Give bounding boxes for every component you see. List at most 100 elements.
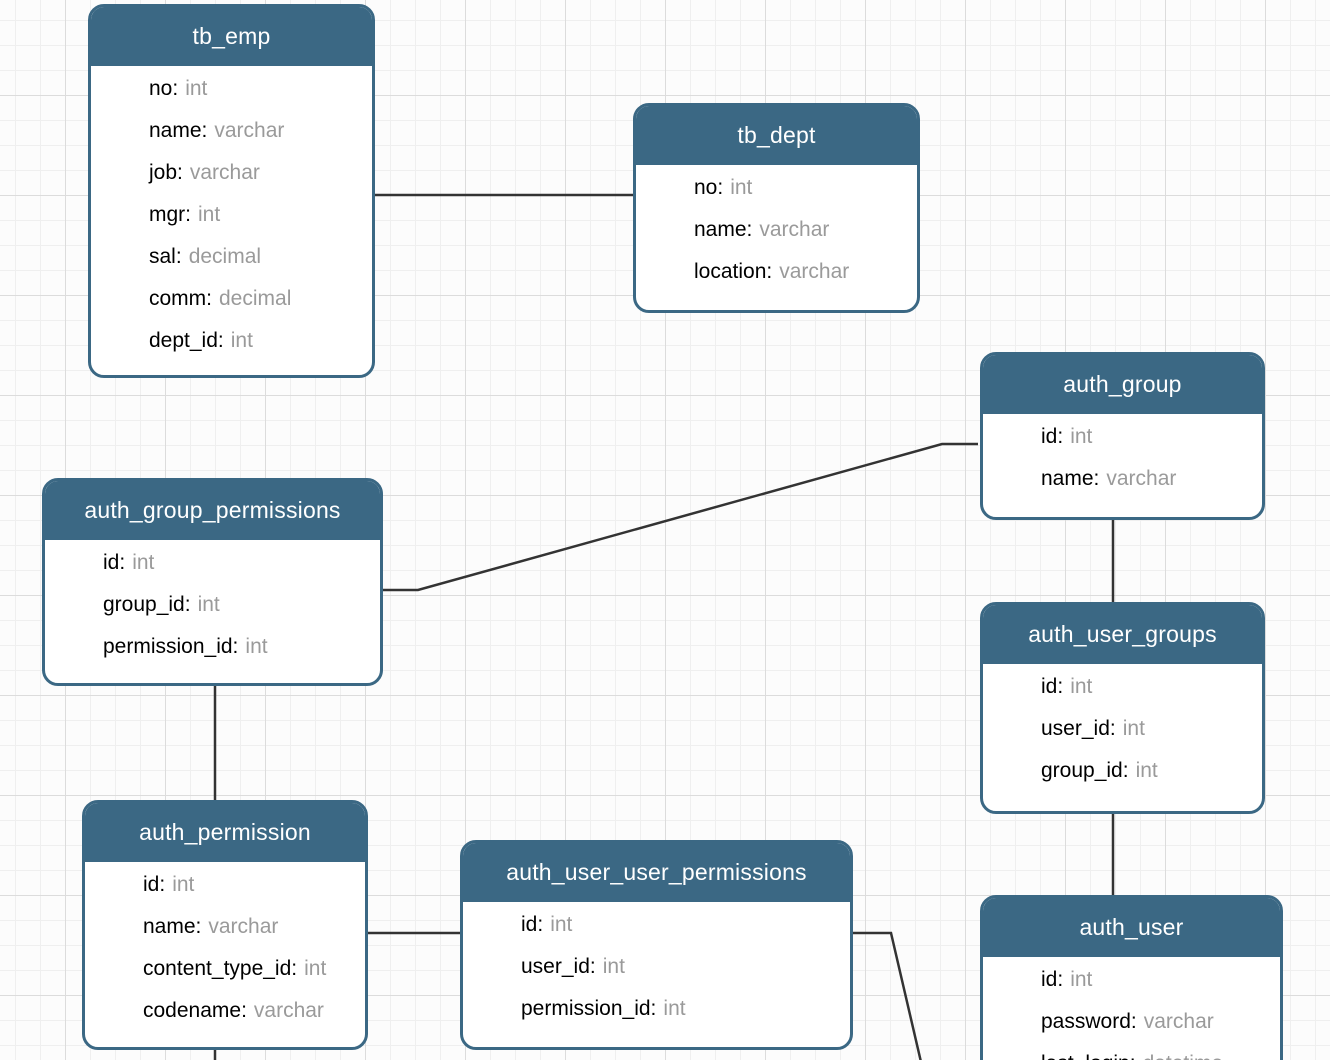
connector-auth_user_user_permissions-offscreen <box>852 931 922 1060</box>
field-type: int <box>1070 968 1093 991</box>
field-name: last_login: <box>1041 1052 1136 1060</box>
table-title: tb_emp <box>192 23 271 49</box>
field-row: location:varchar <box>636 251 917 293</box>
field-name: no: <box>149 77 179 100</box>
table-fields: id: int name: varchar <box>983 414 1262 514</box>
field-row: password: varchar <box>983 1001 1280 1043</box>
field-row: dept_id: int <box>91 320 372 362</box>
field-row: no:int <box>636 167 917 209</box>
table-header[interactable]: auth_user_groups <box>983 605 1262 664</box>
field-name: no: <box>694 176 724 199</box>
table-header[interactable]: auth_group_permissions <box>45 481 380 540</box>
field-row: id: int <box>463 904 850 946</box>
field-name: dept_id: <box>149 329 224 352</box>
field-name: user_id: <box>1041 717 1116 740</box>
field-type: int <box>185 77 208 100</box>
table-header[interactable]: auth_user <box>983 898 1280 957</box>
field-name: id: <box>103 551 126 574</box>
field-type: int <box>230 329 253 352</box>
field-name: name: <box>149 119 208 142</box>
table-node-auth_permission[interactable]: auth_permission id:int name:varchar cont… <box>82 800 368 1050</box>
field-row: name:varchar <box>85 906 365 948</box>
field-row: group_id:int <box>983 750 1262 792</box>
field-row: last_login: datetime <box>983 1043 1280 1060</box>
table-node-auth_user_user_permissions[interactable]: auth_user_user_permissions id: int user_i… <box>460 840 853 1050</box>
field-name: id: <box>1041 425 1064 448</box>
table-node-auth_user[interactable]: auth_user id:int password:varchar last_l… <box>980 895 1283 1060</box>
table-fields: id: int user_id:int permission_id: int <box>463 902 850 1044</box>
field-name: mgr: <box>149 203 191 226</box>
table-header[interactable]: tb_dept <box>636 106 917 165</box>
field-type: varchar <box>759 218 830 241</box>
field-row: permission_id: int <box>45 626 380 668</box>
field-type: int <box>198 203 221 226</box>
field-name: group_id: <box>103 593 191 616</box>
field-name: id: <box>521 913 544 936</box>
field-name: codename: <box>143 999 247 1022</box>
field-type: int <box>550 913 573 936</box>
table-title: auth_user_user_permissions <box>506 859 807 885</box>
field-name: job: <box>149 161 183 184</box>
table-header[interactable]: auth_group <box>983 355 1262 414</box>
field-name: id: <box>1041 675 1064 698</box>
field-row: user_id:int <box>463 946 850 988</box>
table-header[interactable]: auth_user_user_permissions <box>463 843 850 902</box>
table-header[interactable]: auth_permission <box>85 803 365 862</box>
table-fields: id:int password:varchar last_login:datet… <box>983 957 1280 1060</box>
field-row: id: int <box>45 542 380 584</box>
field-row: name: varchar <box>636 209 917 251</box>
field-type: int <box>1070 675 1093 698</box>
field-type: datetime <box>1143 1052 1224 1060</box>
field-name: permission_id: <box>103 635 239 658</box>
field-type: int <box>1122 717 1145 740</box>
field-row: name: varchar <box>983 458 1262 500</box>
field-row: mgr: int <box>91 194 372 236</box>
field-name: permission_id: <box>521 997 657 1020</box>
field-type: varchar <box>1106 467 1177 490</box>
field-row: no: int <box>91 68 372 110</box>
field-type: varchar <box>1143 1010 1214 1033</box>
field-type: int <box>663 997 686 1020</box>
table-fields: id:int group_id:int permission_id:int <box>45 540 380 682</box>
table-node-tb_dept[interactable]: tb_dept no:int name: varchar location:var… <box>633 103 920 313</box>
field-name: sal: <box>149 245 182 268</box>
field-type: int <box>1070 425 1093 448</box>
field-row: codename: varchar <box>85 990 365 1032</box>
field-row: job: varchar <box>91 152 372 194</box>
field-name: password: <box>1041 1010 1137 1033</box>
table-node-tb_emp[interactable]: tb_emp no: int name:varchar job: varchar m… <box>88 4 375 378</box>
field-type: int <box>197 593 220 616</box>
field-row: name:varchar <box>91 110 372 152</box>
field-name: comm: <box>149 287 212 310</box>
field-name: group_id: <box>1041 759 1129 782</box>
field-type: int <box>172 873 195 896</box>
table-header[interactable]: tb_emp <box>91 7 372 66</box>
field-type: int <box>245 635 268 658</box>
field-type: varchar <box>253 999 324 1022</box>
field-row: id: int <box>85 864 365 906</box>
table-fields: no:int name: varchar location:varchar <box>636 165 917 307</box>
connector-auth_group_permissions-auth_group <box>383 442 978 592</box>
table-title: tb_dept <box>737 122 816 148</box>
table-title: auth_group_permissions <box>84 497 341 523</box>
table-node-auth_group[interactable]: auth_group id: int name: varchar <box>980 352 1265 520</box>
field-name: id: <box>143 873 166 896</box>
table-node-auth_group_permissions[interactable]: auth_group_permissions id:int group_id:i… <box>42 478 383 686</box>
field-name: content_type_id: <box>143 957 298 980</box>
field-type: varchar <box>189 161 260 184</box>
field-name: name: <box>1041 467 1100 490</box>
field-row: id: int <box>983 416 1262 458</box>
table-title: auth_user_groups <box>1028 621 1217 647</box>
table-title: auth_group <box>1063 371 1182 397</box>
table-title: auth_permission <box>139 819 311 845</box>
field-type: decimal <box>188 245 262 268</box>
field-type: decimal <box>219 287 292 310</box>
table-fields: no:int name:varchar job:varchar mgr:int … <box>91 66 372 375</box>
field-name: name: <box>694 218 753 241</box>
table-node-auth_user_groups[interactable]: auth_user_groups id: int user_id: int grou… <box>980 602 1265 814</box>
table-fields: id:int name:varchar content_type_id:int … <box>85 862 365 1046</box>
field-type: int <box>132 551 155 574</box>
field-row: content_type_id:int <box>85 948 365 990</box>
field-name: name: <box>143 915 202 938</box>
